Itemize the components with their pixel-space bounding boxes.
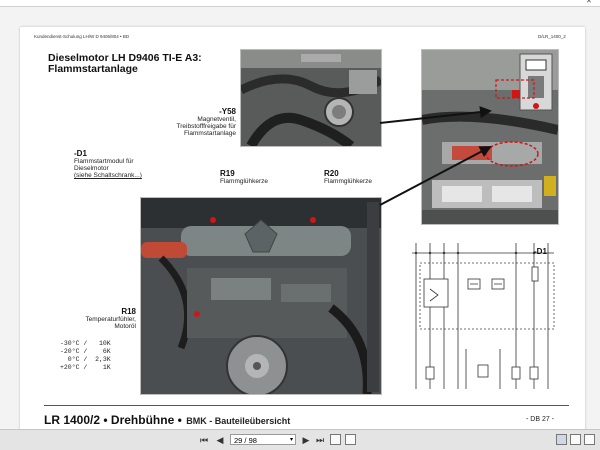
temperature-row: +20°C / 1K	[60, 364, 111, 371]
last-page-icon[interactable]: ⏭	[315, 435, 325, 445]
first-page-icon[interactable]: ⏮	[199, 435, 209, 445]
label-r18-code: R18	[121, 307, 136, 316]
label-y58: -Y58 Magnetventil, Treibstofffreigabe fü…	[140, 107, 237, 137]
page-title-line2: Flammstartanlage	[48, 63, 138, 75]
photo-magnetventil	[240, 49, 382, 147]
temperature-row: 0°C / 2,3K	[60, 356, 111, 363]
photo-magnetventil-illustration	[241, 50, 381, 146]
page-header-right: D/LR_1400_2	[538, 34, 566, 39]
label-d1-code: -D1	[74, 149, 87, 158]
pointer-arrows	[379, 106, 492, 206]
page-title: Dieselmotor LH D9406 TI-E A3: Flammstart…	[48, 53, 202, 75]
label-r20-desc: Flammglühkerze	[324, 178, 373, 185]
footer-divider	[44, 405, 569, 406]
chevron-down-icon[interactable]: ▾	[289, 437, 293, 443]
fit-page-icon[interactable]	[345, 434, 356, 445]
circuit-schematic	[408, 239, 558, 393]
label-y58-desc2: Treibstofffreigabe für	[176, 123, 237, 130]
schematic-d1-label: -D1	[534, 247, 547, 256]
label-r18-desc2: Motoröl	[114, 323, 136, 330]
footer-main: LR 1400/2 • Drehbühne •	[44, 413, 182, 427]
label-r19-desc: Flammglühkerze	[220, 178, 269, 185]
temperature-table: -30°C / 10K -20°C / 6K 0°C / 2,3K +20°C …	[60, 340, 111, 372]
footer-page-code: - DB 27 -	[526, 416, 555, 423]
window-titlebar: ✕	[0, 0, 600, 7]
circuit-schematic-drawing	[412, 243, 555, 389]
page-footer-title: LR 1400/2 • Drehbühne • BMK - Bauteileüb…	[44, 411, 290, 429]
label-d1-desc1: Flammstartmodul für	[74, 158, 134, 165]
page-header-left: Kundendienst-Schulung LH/W D 9406/804 • …	[34, 34, 130, 39]
page-number-value: 29 / 98	[234, 436, 257, 445]
photo-engine-bay	[421, 49, 559, 225]
label-d1-desc2: Dieselmotor	[74, 165, 109, 172]
label-y58-desc3: Flammstartanlage	[183, 130, 236, 137]
label-r20: R20 Flammglühkerze	[324, 169, 372, 185]
label-y58-desc1: Magnetventil,	[197, 116, 236, 123]
close-icon[interactable]: ✕	[586, 0, 592, 5]
footer-sub: BMK - Bauteileübersicht	[186, 416, 291, 426]
label-r20-code: R20	[324, 169, 339, 178]
photo-engine-main-illustration	[141, 198, 381, 394]
scroll-view-icon[interactable]	[584, 434, 595, 445]
document-page: Kundendienst-Schulung LH/W D 9406/804 • …	[20, 27, 585, 431]
label-r19-code: R19	[220, 169, 235, 178]
page-number-input[interactable]: 29 / 98 ▾	[230, 434, 296, 445]
prev-page-icon[interactable]: ◀	[216, 435, 224, 445]
copy-page-icon[interactable]	[330, 434, 341, 445]
two-page-view-icon[interactable]	[570, 434, 581, 445]
viewer-toolbar: ⏮ ◀ 29 / 98 ▾ ▶ ⏭	[0, 429, 600, 450]
single-page-view-icon[interactable]	[556, 434, 567, 445]
label-y58-code: -Y58	[219, 107, 236, 116]
page-title-line1: Dieselmotor LH D9406 TI-E A3:	[48, 52, 202, 64]
temperature-row: -30°C / 10K	[60, 340, 111, 347]
label-d1: -D1 Flammstartmodul für Dieselmotor (sie…	[74, 149, 142, 179]
label-r19: R19 Flammglühkerze	[220, 169, 268, 185]
photo-engine-main	[140, 197, 382, 395]
label-r18-desc1: Temperaturfühler,	[85, 316, 136, 323]
next-page-icon[interactable]: ▶	[302, 435, 310, 445]
highlight-dashed-rect	[495, 79, 535, 99]
temperature-row: -20°C / 6K	[60, 348, 111, 355]
label-d1-link[interactable]: (siehe Schaltschrank...)	[74, 172, 142, 179]
label-r18: R18 Temperaturfühler, Motoröl	[60, 307, 136, 330]
document-viewer[interactable]: Kundendienst-Schulung LH/W D 9406/804 • …	[0, 7, 600, 431]
